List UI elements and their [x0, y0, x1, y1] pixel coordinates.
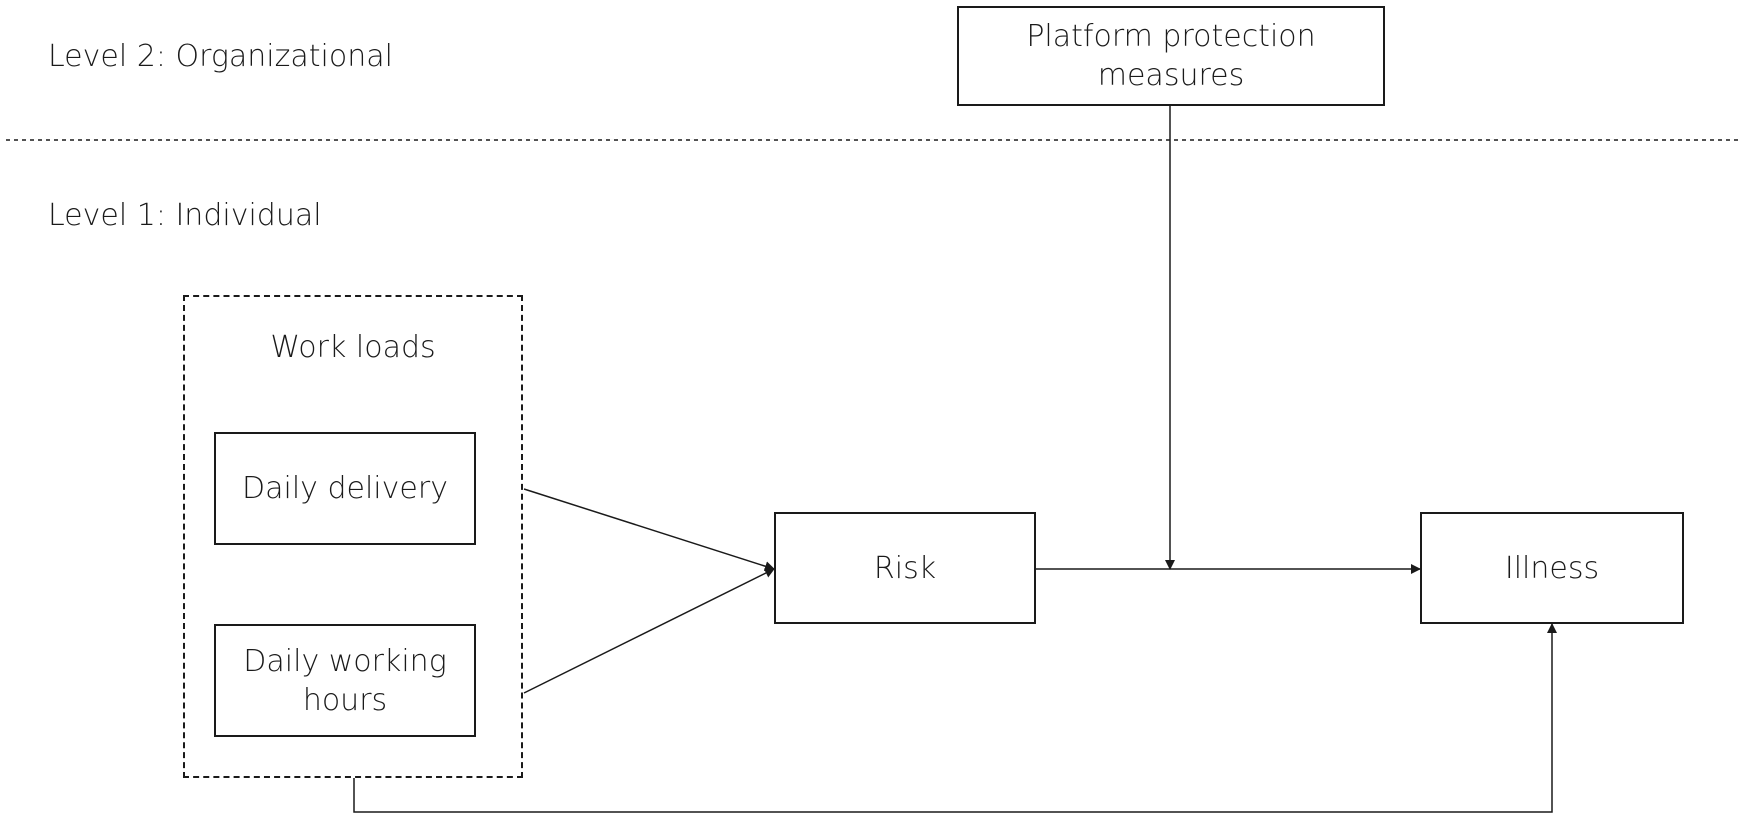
risk-node: Risk [774, 512, 1036, 624]
daily-working-hours-node: Daily working hours [214, 624, 476, 737]
level-1-label: Level 1: Individual [48, 198, 322, 233]
illness-label: Illness [1504, 550, 1600, 586]
daily-delivery-label: Daily delivery [242, 471, 448, 506]
illness-node: Illness [1420, 512, 1684, 624]
work-loads-group [183, 295, 523, 778]
arrow-hours-to-risk [523, 568, 775, 694]
risk-label: Risk [873, 550, 937, 586]
work-loads-label: Work loads [270, 330, 436, 365]
arrow-workloads-to-illness [353, 623, 1557, 813]
arrow-delivery-to-risk [523, 488, 775, 572]
daily-delivery-node: Daily delivery [214, 432, 476, 545]
platform-protection-label: Platform protection measures [1026, 19, 1316, 93]
level-2-label: Level 2: Organizational [48, 39, 393, 74]
platform-protection-node: Platform protection measures [957, 6, 1385, 106]
daily-working-hours-label: Daily working hours [243, 643, 447, 718]
